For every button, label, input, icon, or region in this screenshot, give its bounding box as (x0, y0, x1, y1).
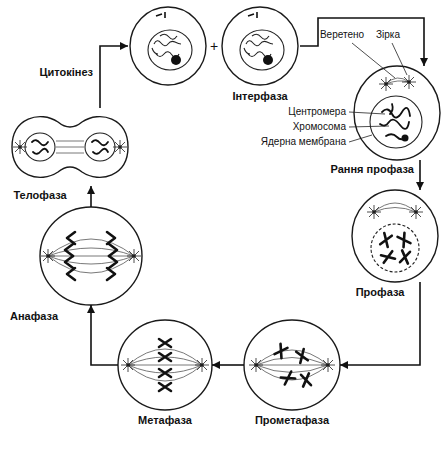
callout-label: Зірка (376, 29, 400, 41)
callout-label: Ядерна мембрана (261, 136, 346, 148)
plus-sign: + (210, 38, 218, 54)
cycle-arrow (300, 18, 424, 66)
interphase-cells (130, 7, 298, 85)
phase-label: Рання профаза (331, 163, 414, 176)
callout-label: Веретено (320, 29, 364, 41)
phase-label: Анафаза (10, 310, 58, 323)
cell-node: Метафаза (118, 320, 212, 410)
cell-node: Телофаза (10, 108, 130, 186)
callout-label: Центромера (288, 106, 346, 118)
telophase-cell (12, 117, 128, 178)
cell-node: Профаза (352, 190, 438, 282)
cell-node: Рання профаза (354, 66, 440, 160)
phase-label: Профаза (356, 286, 405, 299)
cell-node: Прометафаза (244, 320, 340, 410)
callout-leaders (349, 43, 407, 142)
prometaphase-cell (244, 320, 340, 410)
edge-label: Цитокінез (38, 66, 94, 79)
phase-label: Інтерфаза (232, 90, 287, 103)
callout-label: Хромосома (293, 121, 346, 133)
cycle-arrow (419, 160, 421, 190)
cycle-arrow (340, 282, 420, 365)
phase-label: Метафаза (138, 414, 192, 427)
anaphase-cell (40, 207, 142, 305)
cycle-arrow (91, 305, 118, 365)
phase-label: Прометафаза (255, 414, 329, 427)
cell-node: Анафаза (40, 207, 142, 305)
cycle-arrow (212, 364, 244, 366)
phase-label: Телофаза (13, 189, 66, 202)
cycle-arrow (100, 46, 128, 108)
metaphase-cell (118, 320, 212, 410)
cycle-arrow (90, 186, 92, 207)
prophase-cell (352, 190, 438, 282)
